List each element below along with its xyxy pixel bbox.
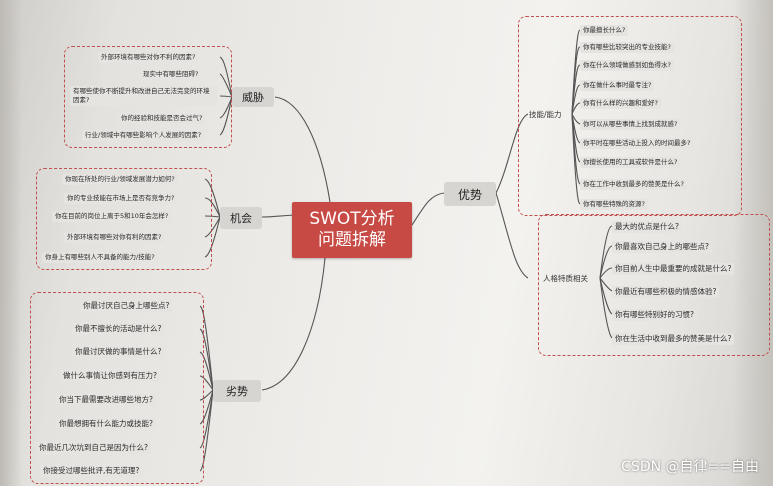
personality-item: 你在生活中收到最多的赞美是什么? (612, 333, 735, 345)
personality-item: 你最喜欢自己身上的哪些点? (612, 241, 712, 253)
skill-item: 你可以从哪些事情上找到成就感? (580, 119, 681, 130)
skill-item: 你有哪些特殊的资源? (580, 199, 648, 210)
sub-branch-personality: 人格特质相关 (543, 274, 588, 283)
page-shadow-left (0, 0, 22, 486)
skill-item: 你在工作中收到最多的赞美是什么? (580, 179, 687, 190)
personality-item: 最大的优点是什么? (612, 221, 682, 233)
weakness-item: 你接受过哪些批评,有无道理? (40, 465, 143, 477)
branch-weaknesses: 劣势 (213, 380, 261, 402)
weakness-item: 你最不擅长的活动是什么? (72, 323, 165, 335)
weakness-item: 你最近几次坑到自己是因为什么? (36, 442, 151, 454)
personality-item: 你最近有哪些积极的情感体验? (612, 286, 720, 298)
opportunities-frame (36, 168, 212, 270)
page-shadow-right (733, 0, 773, 486)
opportunity-item: 外部环境有哪些对你有利的因素? (64, 232, 165, 243)
watermark: CSDN @自律==自由 (621, 459, 759, 475)
threat-item: 外部环境有哪些对你不利的因素? (98, 52, 199, 63)
opportunity-item: 你的专业技能在市场上是否有竞争力? (64, 193, 178, 204)
opportunity-item: 你现在所处的行业/领域发展潜力如何? (62, 174, 178, 185)
branch-threats: 威胁 (232, 87, 274, 107)
weakness-item: 你最想拥有什么能力或技能? (56, 418, 156, 430)
personality-item: 你有哪些特别好的习惯? (612, 309, 697, 321)
center-title: SWOT分析 (309, 209, 395, 229)
threats-frame (64, 46, 232, 148)
skill-item: 你有什么样的兴趣和爱好? (580, 98, 661, 109)
weakness-item: 你最讨厌做的事情是什么? (72, 346, 165, 358)
weakness-item: 你当下最需要改进哪些地方? (56, 394, 156, 406)
skill-item: 你平时在哪些活动上投入的时间最多? (580, 138, 694, 149)
weakness-item: 做什么事情让你感到有压力? (60, 370, 160, 382)
weaknesses-frame (30, 292, 204, 484)
personality-frame (538, 214, 770, 356)
opportunity-item: 你身上有哪些别人不具备的能力/技能? (42, 252, 158, 263)
threat-item: 行业/领域中有哪些影响个人发展的因素? (82, 130, 205, 141)
center-topic: SWOT分析 问题拆解 (292, 202, 412, 258)
skill-item: 你最擅长什么? (580, 25, 629, 36)
threat-item: 有哪些使你不断提升和改进自己无法完变的环境因素? (70, 86, 218, 106)
branch-strengths: 优势 (444, 182, 496, 206)
threat-item: 现实中有哪些阻碍? (140, 69, 202, 80)
skill-item: 你在做什么事时最专注? (580, 80, 655, 91)
threat-item: 你的经验和技能是否会过气? (118, 113, 206, 124)
skill-item: 你在什么领域做感到如鱼得水? (580, 60, 674, 71)
sub-branch-skills: 技能/能力 (529, 110, 562, 119)
center-subtitle: 问题拆解 (318, 230, 386, 250)
weakness-item: 你最讨厌自己身上哪些点? (80, 300, 173, 312)
personality-item: 你目前人生中最重要的成就是什么? (612, 263, 735, 275)
branch-opportunities: 机会 (220, 207, 262, 229)
skills-frame (518, 16, 742, 216)
opportunity-item: 你在目前的岗位上离于5和10年会怎样? (52, 211, 172, 222)
skill-item: 你有哪些比较突出的专业技能? (580, 42, 674, 53)
skill-item: 你擅长使用的工具或软件是什么? (580, 157, 681, 168)
